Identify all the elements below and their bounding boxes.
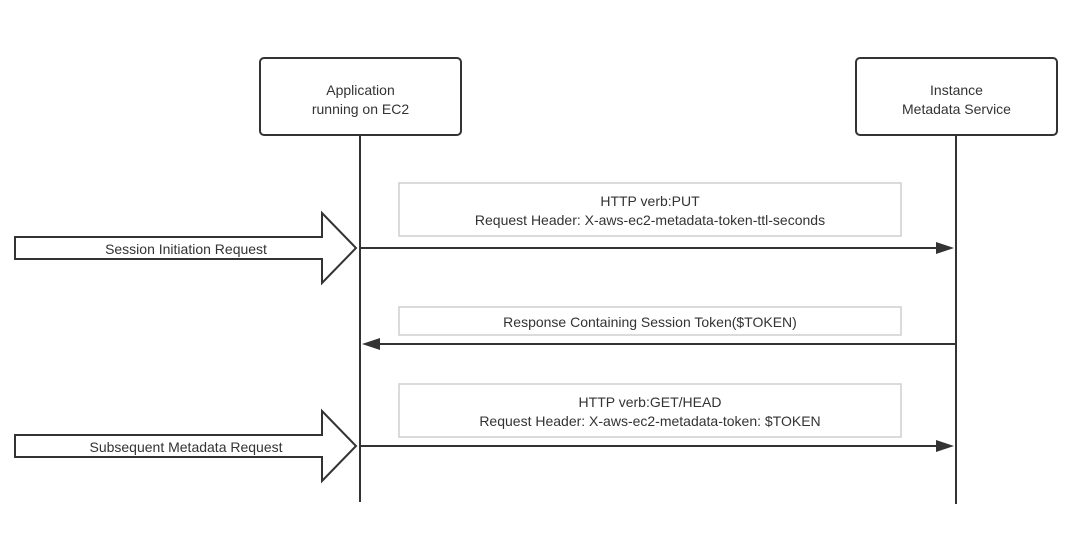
application-actor-box	[259, 57, 462, 136]
subsequent-metadata-input-arrow	[14, 408, 358, 484]
get-request-note-line1: HTTP verb:GET/HEAD	[579, 394, 722, 410]
application-actor-label-line2: running on EC2	[312, 101, 410, 117]
put-request-arrowhead	[936, 242, 954, 254]
put-request-note-line1: HTTP verb:PUT	[600, 193, 700, 209]
application-actor-label-line1: Application	[326, 82, 395, 98]
imds-actor-label-line1: Instance	[930, 82, 983, 98]
get-request-note: HTTP verb:GET/HEAD Request Header: X-aws…	[398, 383, 902, 438]
imds-actor: Instance Metadata Service	[855, 57, 1058, 136]
put-request-note: HTTP verb:PUT Request Header: X-aws-ec2-…	[398, 182, 902, 237]
get-request-arrowhead	[936, 440, 954, 452]
session-initiation-input-label: Session Initiation Request	[105, 241, 267, 257]
response-arrowhead	[362, 338, 380, 350]
response-message	[362, 338, 956, 350]
session-initiation-input-arrow	[14, 210, 358, 286]
application-actor: Application running on EC2	[259, 57, 462, 136]
subsequent-metadata-input: Subsequent Metadata Request	[14, 408, 358, 484]
imds-actor-label-line2: Metadata Service	[902, 101, 1011, 117]
get-request-note-box	[398, 383, 902, 438]
response-note-line1: Response Containing Session Token($TOKEN…	[503, 314, 797, 330]
put-request-note-box	[398, 182, 902, 237]
get-request-note-line2: Request Header: X-aws-ec2-metadata-token…	[479, 413, 820, 429]
subsequent-metadata-input-label: Subsequent Metadata Request	[89, 439, 282, 455]
get-request-message	[360, 440, 954, 452]
session-initiation-input: Session Initiation Request	[14, 210, 358, 286]
response-note-box	[398, 306, 902, 336]
put-request-note-line2: Request Header: X-aws-ec2-metadata-token…	[475, 212, 825, 228]
put-request-message	[360, 242, 954, 254]
response-note: Response Containing Session Token($TOKEN…	[398, 306, 902, 336]
imds-actor-box	[855, 57, 1058, 136]
